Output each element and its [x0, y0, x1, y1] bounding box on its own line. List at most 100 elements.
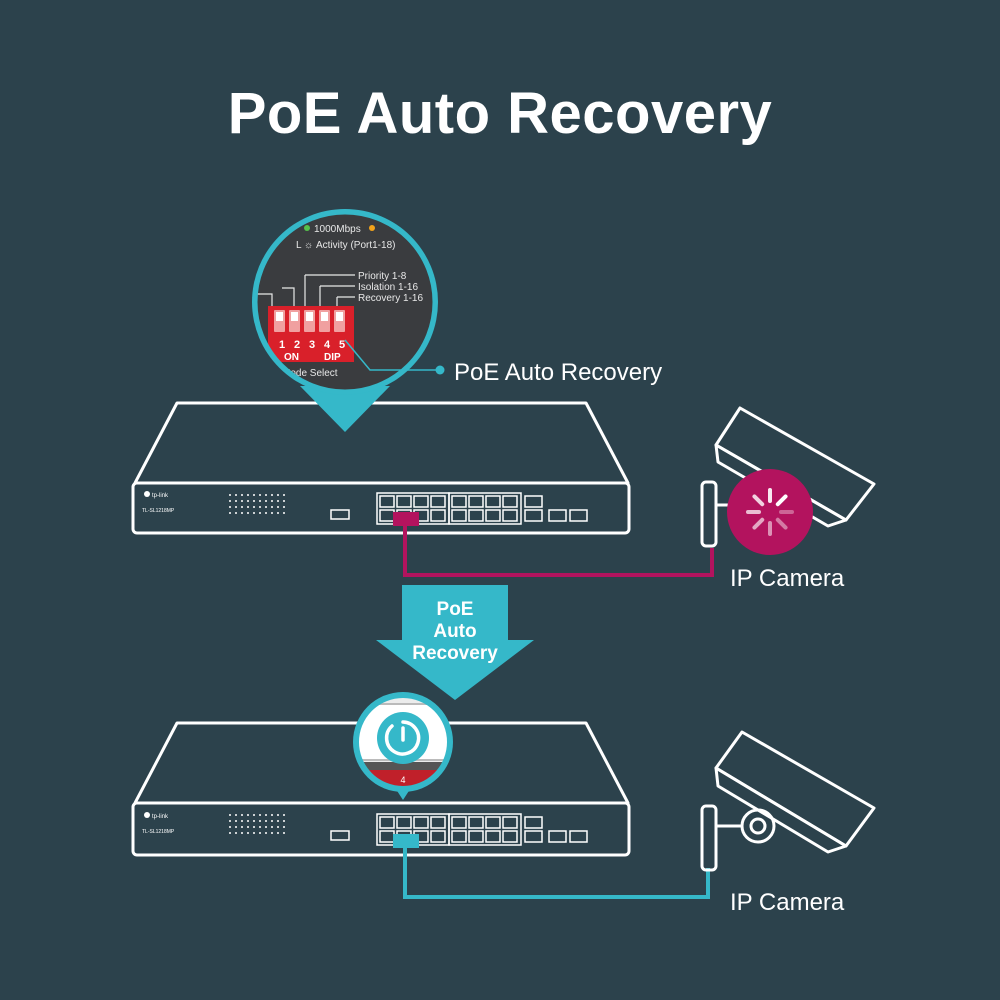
led-speed-label: 1000Mbps	[314, 224, 361, 235]
status-led	[283, 500, 285, 502]
status-led	[277, 820, 279, 822]
dip-number-3: 3	[309, 339, 315, 351]
status-led	[247, 832, 249, 834]
status-led	[277, 494, 279, 496]
dip-numbers: 1 2 3 4 5	[279, 339, 345, 351]
status-led	[253, 832, 255, 834]
status-led	[259, 826, 261, 828]
status-led	[271, 832, 273, 834]
ethernet-port	[413, 816, 429, 829]
status-led	[229, 494, 231, 496]
dip-toggle-knob	[321, 312, 328, 321]
bottom-switch-brand: tp-link	[152, 814, 169, 820]
ethernet-port	[379, 816, 395, 829]
status-led	[229, 512, 231, 514]
status-led	[271, 500, 273, 502]
status-led	[229, 506, 231, 508]
ethernet-port	[451, 509, 467, 522]
led-activity-label: Activity (Port1-18)	[316, 240, 395, 251]
uplink-port	[524, 509, 543, 522]
ethernet-port	[485, 495, 501, 508]
status-led	[241, 814, 243, 816]
recovered-cable	[393, 834, 710, 899]
camera-fault-badge	[727, 469, 813, 555]
ethernet-port	[379, 495, 395, 508]
status-led	[235, 832, 237, 834]
top-switch-led-grid	[229, 494, 285, 514]
status-led	[265, 494, 267, 496]
status-led	[277, 512, 279, 514]
status-led	[253, 820, 255, 822]
status-led	[277, 826, 279, 828]
bottom-camera-label: IP Camera	[730, 889, 845, 916]
status-led	[241, 506, 243, 508]
status-led	[283, 814, 285, 816]
dip-number-4: 4	[324, 339, 331, 351]
status-led	[259, 832, 261, 834]
top-camera-label: IP Camera	[730, 565, 845, 592]
status-led	[253, 826, 255, 828]
status-led	[235, 820, 237, 822]
status-led	[259, 814, 261, 816]
status-led	[247, 814, 249, 816]
status-led	[235, 500, 237, 502]
dip-dip-label: DIP	[324, 352, 341, 363]
ethernet-port	[430, 816, 446, 829]
status-led	[247, 512, 249, 514]
status-led	[247, 820, 249, 822]
status-led	[229, 814, 231, 816]
status-led	[253, 494, 255, 496]
status-led	[259, 506, 261, 508]
status-led	[265, 820, 267, 822]
recovered-port-highlight	[393, 834, 419, 848]
dip-number-2: 2	[294, 339, 300, 351]
bottom-switch	[131, 721, 631, 857]
port-group-frame	[448, 492, 522, 525]
power-restore-icon	[384, 720, 421, 756]
ethernet-port	[468, 495, 484, 508]
status-led	[283, 832, 285, 834]
recovery-arrow: PoE Auto Recovery	[376, 585, 534, 700]
loading-spinner-icon	[746, 488, 794, 536]
dip-option-recovery: Recovery 1-16	[358, 293, 423, 304]
dip-toggle-knob	[306, 312, 313, 321]
status-led	[271, 506, 273, 508]
top-switch-body	[133, 401, 630, 485]
status-led	[229, 826, 231, 828]
status-led	[241, 494, 243, 496]
dip-toggles	[274, 310, 345, 332]
dip-option-priority: Priority 1-8	[358, 271, 407, 282]
status-led	[271, 820, 273, 822]
status-led	[283, 506, 285, 508]
top-switch	[131, 401, 631, 535]
top-switch-model: TL-SL1218MP	[142, 508, 175, 514]
mode-select-label: Mode Select	[282, 368, 338, 379]
status-led	[265, 506, 267, 508]
status-led	[247, 494, 249, 496]
status-led	[235, 512, 237, 514]
ethernet-port	[430, 830, 446, 843]
ethernet-port	[502, 816, 518, 829]
dip-toggle-knob	[291, 312, 298, 321]
top-switch-details: tp-link TL-SL1218MP	[142, 491, 588, 525]
callout-leader	[344, 339, 440, 371]
bottom-switch-led-grid	[229, 814, 285, 834]
status-led	[277, 814, 279, 816]
status-led	[265, 512, 267, 514]
uplink-port	[524, 816, 543, 829]
dip-number-5: 5	[339, 339, 345, 351]
sfp-port	[569, 830, 588, 843]
dip-zoom-callout: 1000Mbps L ☼ Activity (Port1-18) Priorit…	[252, 209, 662, 432]
ethernet-port	[468, 816, 484, 829]
callout-label: PoE Auto Recovery	[454, 359, 662, 386]
status-led	[229, 820, 231, 822]
ethernet-port	[396, 816, 412, 829]
status-led	[283, 512, 285, 514]
dip-toggle-knob	[276, 312, 283, 321]
spinner-tick	[775, 494, 788, 507]
status-led	[283, 820, 285, 822]
uplink-port	[524, 495, 543, 508]
page-title: PoE Auto Recovery	[227, 81, 773, 146]
ethernet-port	[485, 816, 501, 829]
